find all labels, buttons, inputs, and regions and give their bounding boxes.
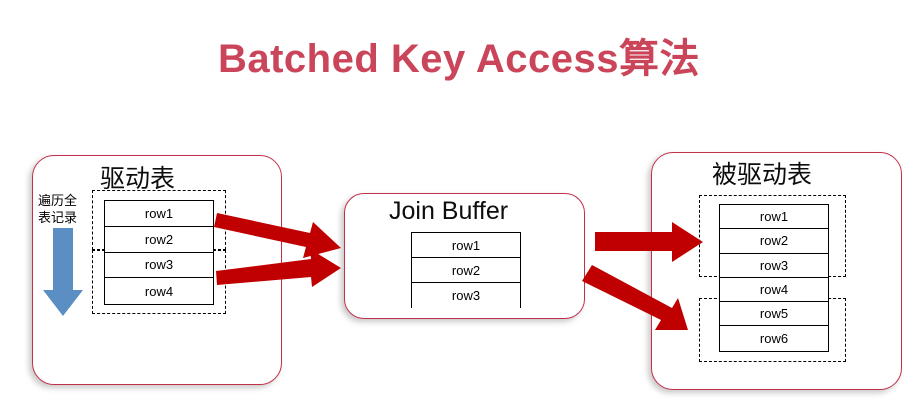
driven-table-caption: 被驱动表 — [712, 161, 813, 189]
table-row: row2 — [412, 258, 520, 283]
page-title: Batched Key Access算法 — [217, 37, 701, 81]
driving-table-rows: row1 row2 row3 row4 — [104, 200, 214, 305]
full-table-scan-label: 遍历全 表记录 — [38, 192, 90, 226]
table-row: row2 — [720, 229, 828, 254]
table-row: row4 — [105, 278, 213, 304]
table-row: row4 — [720, 277, 828, 303]
table-row: row3 — [105, 252, 213, 279]
driving-table-caption: 驱动表 — [100, 165, 176, 193]
table-row: row3 — [412, 283, 520, 308]
table-row: row1 — [105, 201, 213, 227]
driven-table-rows: row1 row2 row3 row4 row5 row6 — [719, 204, 829, 352]
scan-label-line-1: 遍历全 — [38, 193, 78, 208]
table-row: row1 — [720, 205, 828, 230]
table-row: row3 — [720, 253, 828, 278]
table-row: row6 — [720, 326, 828, 351]
join-buffer-rows: row1 row2 row3 — [411, 232, 521, 308]
scan-label-line-2: 表记录 — [38, 210, 78, 225]
table-row: row2 — [105, 226, 213, 253]
table-row: row5 — [720, 302, 828, 327]
table-row: row1 — [412, 233, 520, 258]
join-buffer-caption: Join Buffer — [389, 197, 509, 225]
